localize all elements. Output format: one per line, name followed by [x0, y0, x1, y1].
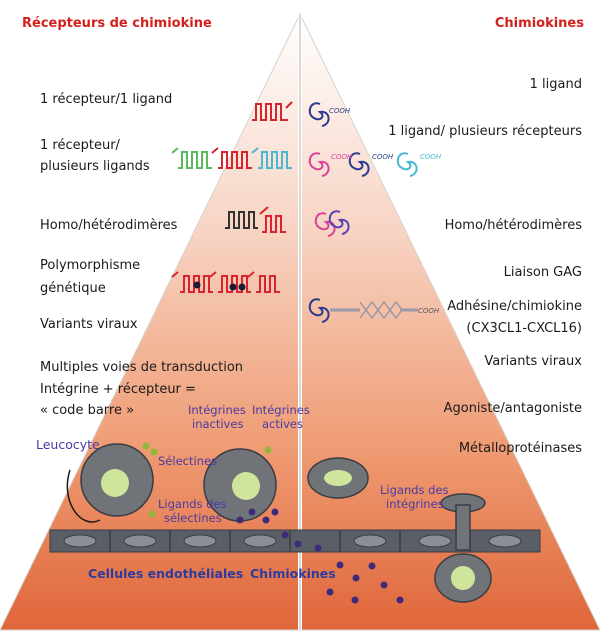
- label-barcode-a: Intégrine + récepteur =: [40, 382, 196, 397]
- svg-text:COOH: COOH: [329, 107, 351, 115]
- receptor-polymorphism: [171, 271, 280, 293]
- label-chemokines-foot: Chimiokines: [250, 566, 336, 581]
- label-ligands-int-a: Ligands des: [380, 483, 449, 497]
- label-ligands-sel-a: Ligands des: [158, 497, 227, 511]
- label-1l-multi: 1 ligand/ plusieurs récepteurs: [388, 124, 582, 139]
- label-viral-left: Variants viraux: [40, 317, 138, 332]
- label-dimers-left: Homo/hétérodimères: [40, 218, 178, 233]
- receptor-dimer: [225, 206, 286, 233]
- label-adhesin-b: (CX3CL1-CXCL16): [466, 321, 582, 336]
- leucocyte-3: [307, 457, 369, 499]
- receptor-single: [252, 101, 293, 121]
- label-leucocyte: Leucocyte: [36, 437, 100, 452]
- label-1r1l: 1 récepteur/1 ligand: [40, 92, 173, 107]
- svg-text:COOH: COOH: [331, 153, 353, 161]
- label-integ-active-b: actives: [262, 417, 303, 431]
- receptor-red-2: [211, 147, 252, 169]
- label-gag: Liaison GAG: [503, 265, 582, 280]
- label-agonist: Agoniste/antagoniste: [443, 401, 582, 416]
- chemokine-dimer: [314, 210, 350, 237]
- chemokine-pink: [308, 152, 330, 177]
- leucocyte-2: [203, 448, 277, 522]
- leucocyte-transmigrating: [434, 493, 492, 603]
- label-integ-inactive-a: Intégrines: [188, 403, 246, 417]
- label-1r-multi-a: 1 récepteur/: [40, 138, 120, 153]
- chemokine-cyan: [396, 152, 418, 177]
- chemokine-navy: [348, 152, 370, 177]
- chemokine-dots: [236, 508, 404, 604]
- label-viral-right: Variants viraux: [484, 354, 582, 369]
- label-polymorphism-b: génétique: [40, 281, 106, 296]
- label-1-ligand: 1 ligand: [529, 77, 582, 92]
- right-title: Chimiokines: [494, 16, 584, 31]
- label-1r-multi-b: plusieurs ligands: [40, 159, 150, 174]
- endothelium: [49, 529, 541, 553]
- label-integ-inactive-b: inactives: [192, 417, 244, 431]
- receptor-cyan: [251, 147, 292, 169]
- leucocyte-1: [80, 443, 154, 517]
- label-transduction: Multiples voies de transduction: [40, 360, 244, 375]
- chemokine-single: [308, 102, 330, 127]
- svg-text:COOH: COOH: [420, 153, 442, 161]
- label-integ-active-a: Intégrines: [252, 403, 310, 417]
- label-barcode-b: « code barre »: [40, 403, 135, 418]
- label-adhesin-a: Adhésine/chimiokine: [447, 299, 582, 314]
- label-dimers-right: Homo/hétérodimères: [444, 218, 582, 233]
- label-ligands-int-b: intégrines: [386, 497, 444, 511]
- label-polymorphism-a: Polymorphisme: [40, 258, 141, 273]
- svg-text:COOH: COOH: [372, 153, 394, 161]
- chemokine-adhesin: [308, 298, 418, 323]
- receptor-green: [171, 147, 212, 169]
- left-title: Récepteurs de chimiokine: [22, 16, 212, 31]
- label-endothelial: Cellules endothéliales: [88, 566, 244, 581]
- label-ligands-sel-b: sélectines: [164, 511, 222, 525]
- label-selectines: Sélectines: [158, 454, 218, 468]
- svg-text:COOH: COOH: [418, 307, 440, 315]
- label-mmp: Métalloprotéinases: [458, 441, 582, 456]
